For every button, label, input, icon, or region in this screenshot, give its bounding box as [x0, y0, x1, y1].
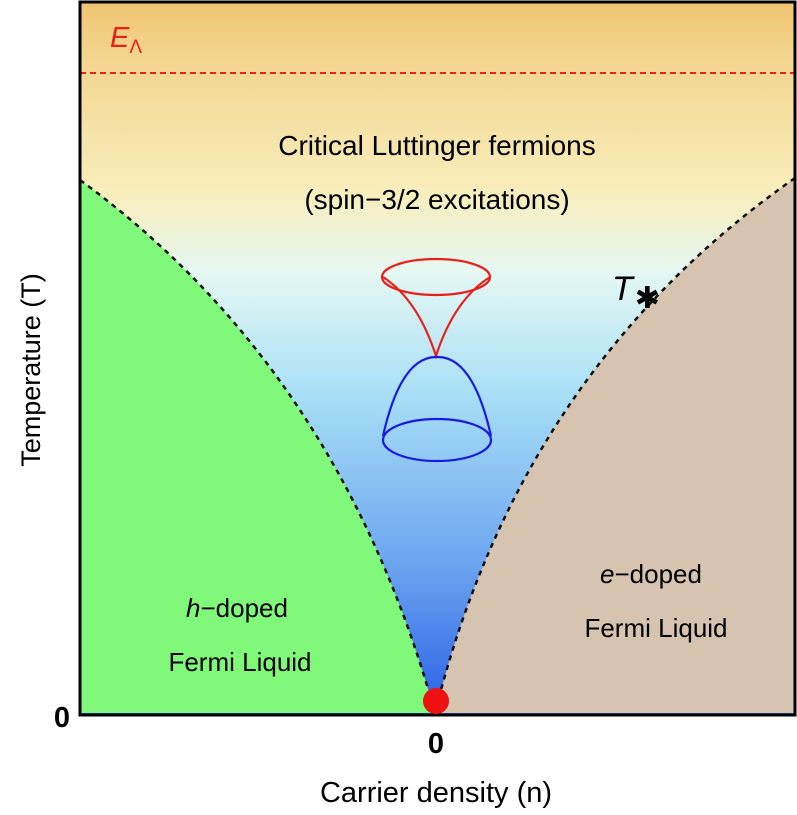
x-axis-origin-tick: 0	[428, 728, 444, 760]
e-doped-label: e−doped	[600, 559, 702, 589]
critical-region-subtitle: (spin−3/2 excitations)	[304, 184, 569, 215]
energy-cutoff-symbol: E	[110, 22, 130, 54]
h-doped-prefix: h	[186, 593, 200, 623]
crossover-boundary-left	[80, 178, 437, 714]
h-doped-suffix: −doped	[200, 593, 287, 623]
h-doped-label: h−doped	[186, 593, 288, 623]
e-doped-suffix: −doped	[614, 559, 701, 589]
energy-cutoff-subscript: Λ	[129, 37, 142, 58]
valence-band-rim	[381, 417, 493, 463]
e-doped-prefix: e	[600, 559, 614, 589]
e-doped-fermi-liquid-label: Fermi Liquid	[584, 613, 727, 643]
e-doped-fermi-liquid-region	[435, 178, 795, 713]
crossover-subscript: ✱	[635, 282, 660, 315]
crossover-symbol: T	[612, 270, 635, 308]
quantum-critical-point	[423, 688, 449, 714]
x-axis-label: Carrier density (n)	[320, 777, 552, 809]
crossover-boundary-right	[433, 176, 795, 714]
h-doped-fermi-liquid-region	[80, 180, 435, 713]
energy-cutoff-label: EΛ	[110, 22, 142, 58]
h-doped-fermi-liquid-label: Fermi Liquid	[168, 647, 311, 677]
crossover-temperature-label: T✱	[612, 270, 660, 315]
conduction-band-rim	[380, 257, 492, 297]
y-axis-origin-tick: 0	[54, 702, 70, 734]
band-touching-cones-icon	[380, 257, 493, 463]
critical-region-title: Critical Luttinger fermions	[278, 130, 595, 161]
y-axis-label: Temperature (T)	[16, 273, 46, 467]
valence-band-cone	[381, 355, 493, 437]
plot-frame	[78, 0, 797, 717]
